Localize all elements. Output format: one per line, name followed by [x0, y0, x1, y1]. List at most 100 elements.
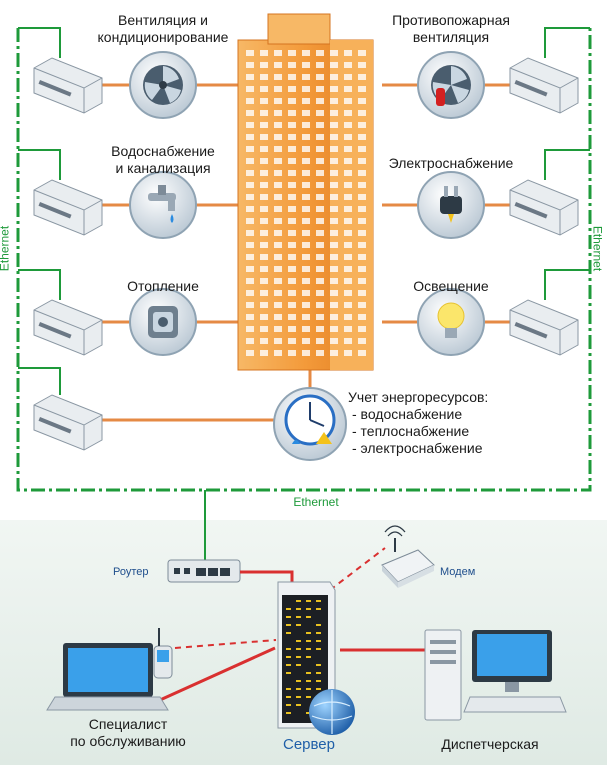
building-window	[330, 314, 338, 320]
building-window	[246, 326, 254, 332]
building-window	[316, 182, 324, 188]
server-led	[306, 600, 311, 602]
building-window	[302, 302, 310, 308]
building-window	[344, 182, 352, 188]
building-window	[246, 170, 254, 176]
building-window	[358, 206, 366, 212]
building-window	[330, 326, 338, 332]
building-window	[358, 134, 366, 140]
building-window	[260, 110, 268, 116]
server-led	[306, 688, 311, 690]
building-window	[302, 134, 310, 140]
building-window	[288, 194, 296, 200]
server-led	[296, 680, 301, 682]
building-window	[358, 254, 366, 260]
building-window	[274, 110, 282, 116]
building-window	[344, 290, 352, 296]
building-window	[344, 254, 352, 260]
building-window	[316, 158, 324, 164]
server-led	[296, 616, 301, 618]
building-window	[274, 86, 282, 92]
boiler-icon	[129, 288, 197, 356]
building-window	[344, 326, 352, 332]
building-window	[288, 170, 296, 176]
controller-module	[509, 179, 579, 236]
building-window	[344, 278, 352, 284]
server-led	[306, 640, 311, 642]
building-window	[246, 158, 254, 164]
bulb-icon	[417, 288, 485, 356]
building-window	[288, 218, 296, 224]
building-window	[316, 338, 324, 344]
building-window	[344, 338, 352, 344]
building-window	[302, 86, 310, 92]
building-window	[330, 350, 338, 356]
server-led	[316, 600, 321, 602]
label-modem: Модем	[440, 566, 476, 578]
building-window	[260, 206, 268, 212]
laptop-icon	[46, 643, 169, 711]
building-window	[246, 290, 254, 296]
building-window	[358, 350, 366, 356]
building-window	[302, 146, 310, 152]
building-window	[288, 266, 296, 272]
building-window	[358, 278, 366, 284]
building-window	[358, 218, 366, 224]
building-window	[330, 338, 338, 344]
building-window	[316, 98, 324, 104]
building-window	[274, 290, 282, 296]
server-led	[286, 712, 291, 714]
building-window	[330, 98, 338, 104]
label-lighting: Освещение	[413, 278, 489, 294]
server-led	[296, 640, 301, 642]
building-window	[330, 230, 338, 236]
building-window	[246, 50, 254, 56]
building-window	[274, 134, 282, 140]
building-window	[316, 194, 324, 200]
building-window	[330, 194, 338, 200]
building-window	[358, 62, 366, 68]
server-led	[286, 624, 291, 626]
building-window	[358, 266, 366, 272]
building-window	[260, 266, 268, 272]
building-window	[330, 266, 338, 272]
server-led	[286, 616, 291, 618]
server-led	[296, 704, 301, 706]
controller-module	[509, 299, 579, 356]
server-led	[306, 672, 311, 674]
building-window	[302, 218, 310, 224]
building-window	[358, 122, 366, 128]
building-window	[302, 98, 310, 104]
building-window	[344, 314, 352, 320]
server-led	[286, 664, 291, 666]
server-led	[296, 664, 301, 666]
server-led	[316, 688, 321, 690]
building-window	[260, 326, 268, 332]
building-window	[260, 314, 268, 320]
building-window	[344, 230, 352, 236]
building-window	[358, 158, 366, 164]
building-window	[358, 194, 366, 200]
building-window	[302, 242, 310, 248]
building-window	[344, 158, 352, 164]
label-ethernet-bottom: Ethernet	[293, 495, 339, 509]
building-window	[330, 74, 338, 80]
building-window	[246, 74, 254, 80]
building-window	[344, 170, 352, 176]
building-window	[358, 74, 366, 80]
building-window	[330, 206, 338, 212]
building-window	[246, 338, 254, 344]
router-icon	[167, 559, 241, 583]
building-window	[330, 170, 338, 176]
server-led	[286, 696, 291, 698]
building-window	[344, 110, 352, 116]
red-dashed-links	[174, 547, 386, 649]
server-led	[296, 648, 301, 650]
server-led	[316, 640, 321, 642]
server-led	[316, 680, 321, 682]
building-window	[274, 230, 282, 236]
building-window	[288, 338, 296, 344]
building-window	[316, 326, 324, 332]
